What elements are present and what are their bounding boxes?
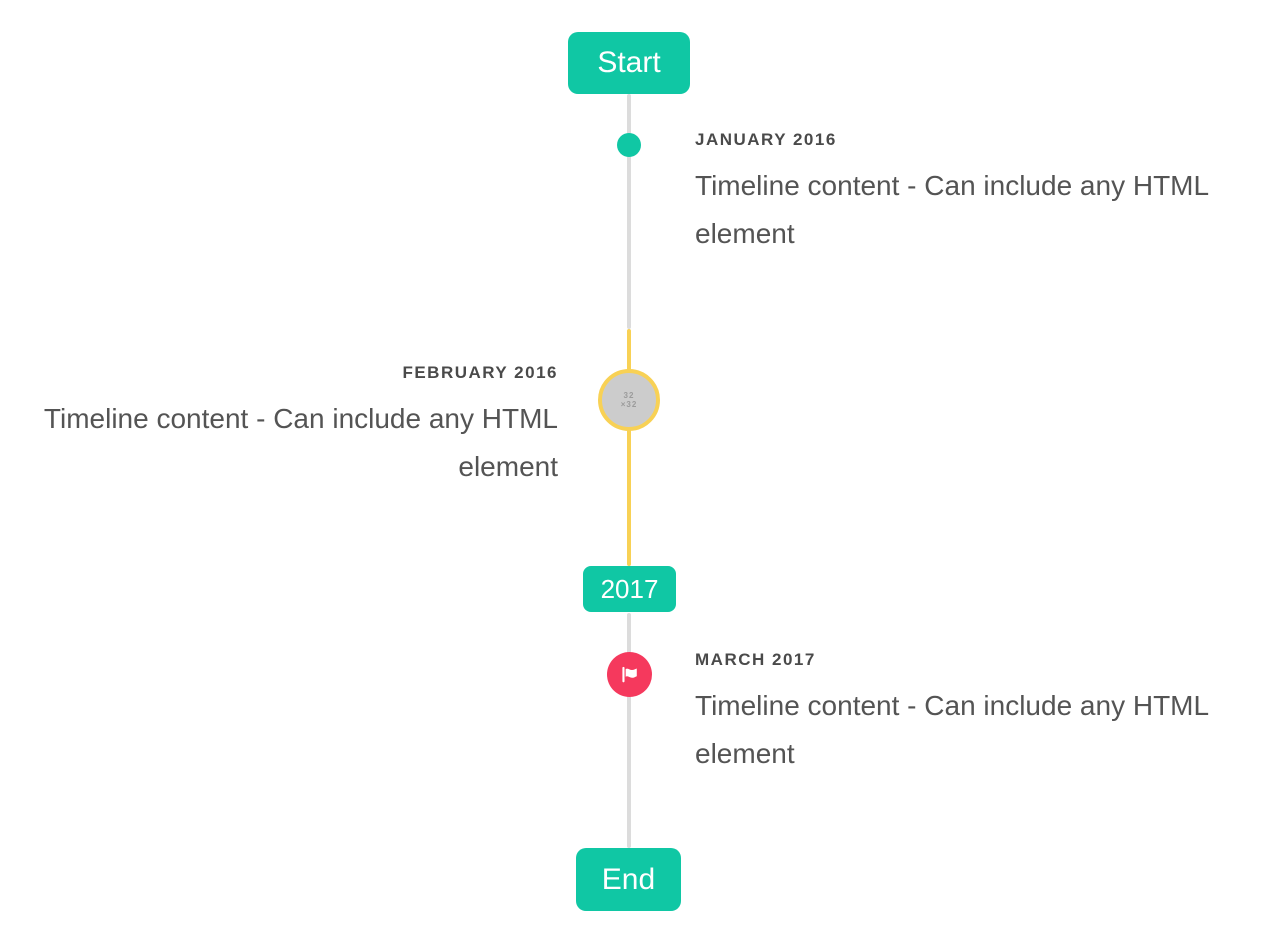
start-badge: Start bbox=[568, 32, 690, 94]
timeline-item-march: MARCH 2017 Timeline content - Can includ… bbox=[695, 648, 1219, 778]
year-badge-label: 2017 bbox=[600, 573, 659, 604]
avatar-placeholder-text: 32 bbox=[623, 391, 635, 400]
march-marker-flag[interactable] bbox=[607, 652, 652, 697]
item-content: Timeline content - Can include any HTML … bbox=[695, 690, 1209, 769]
january-marker-dot[interactable] bbox=[617, 133, 641, 157]
timeline-line-bottom bbox=[627, 613, 631, 848]
timeline-item-january: JANUARY 2016 Timeline content - Can incl… bbox=[695, 128, 1219, 258]
timeline-line-top bbox=[627, 94, 631, 329]
year-badge: 2017 bbox=[583, 566, 676, 612]
item-content: Timeline content - Can include any HTML … bbox=[695, 170, 1209, 249]
item-title: MARCH 2017 bbox=[695, 650, 816, 669]
start-badge-label: Start bbox=[597, 46, 661, 79]
timeline-line-highlighted bbox=[627, 329, 631, 566]
february-marker-avatar[interactable]: 32 ×32 bbox=[598, 369, 660, 431]
item-title: JANUARY 2016 bbox=[695, 130, 837, 149]
timeline-item-february: FEBRUARY 2016 Timeline content - Can inc… bbox=[34, 361, 558, 491]
flag-icon bbox=[618, 663, 641, 686]
end-badge: End bbox=[576, 848, 681, 911]
item-content: Timeline content - Can include any HTML … bbox=[43, 403, 558, 482]
avatar-placeholder-text: ×32 bbox=[620, 400, 638, 409]
item-title: FEBRUARY 2016 bbox=[402, 363, 558, 382]
end-badge-label: End bbox=[601, 862, 656, 896]
